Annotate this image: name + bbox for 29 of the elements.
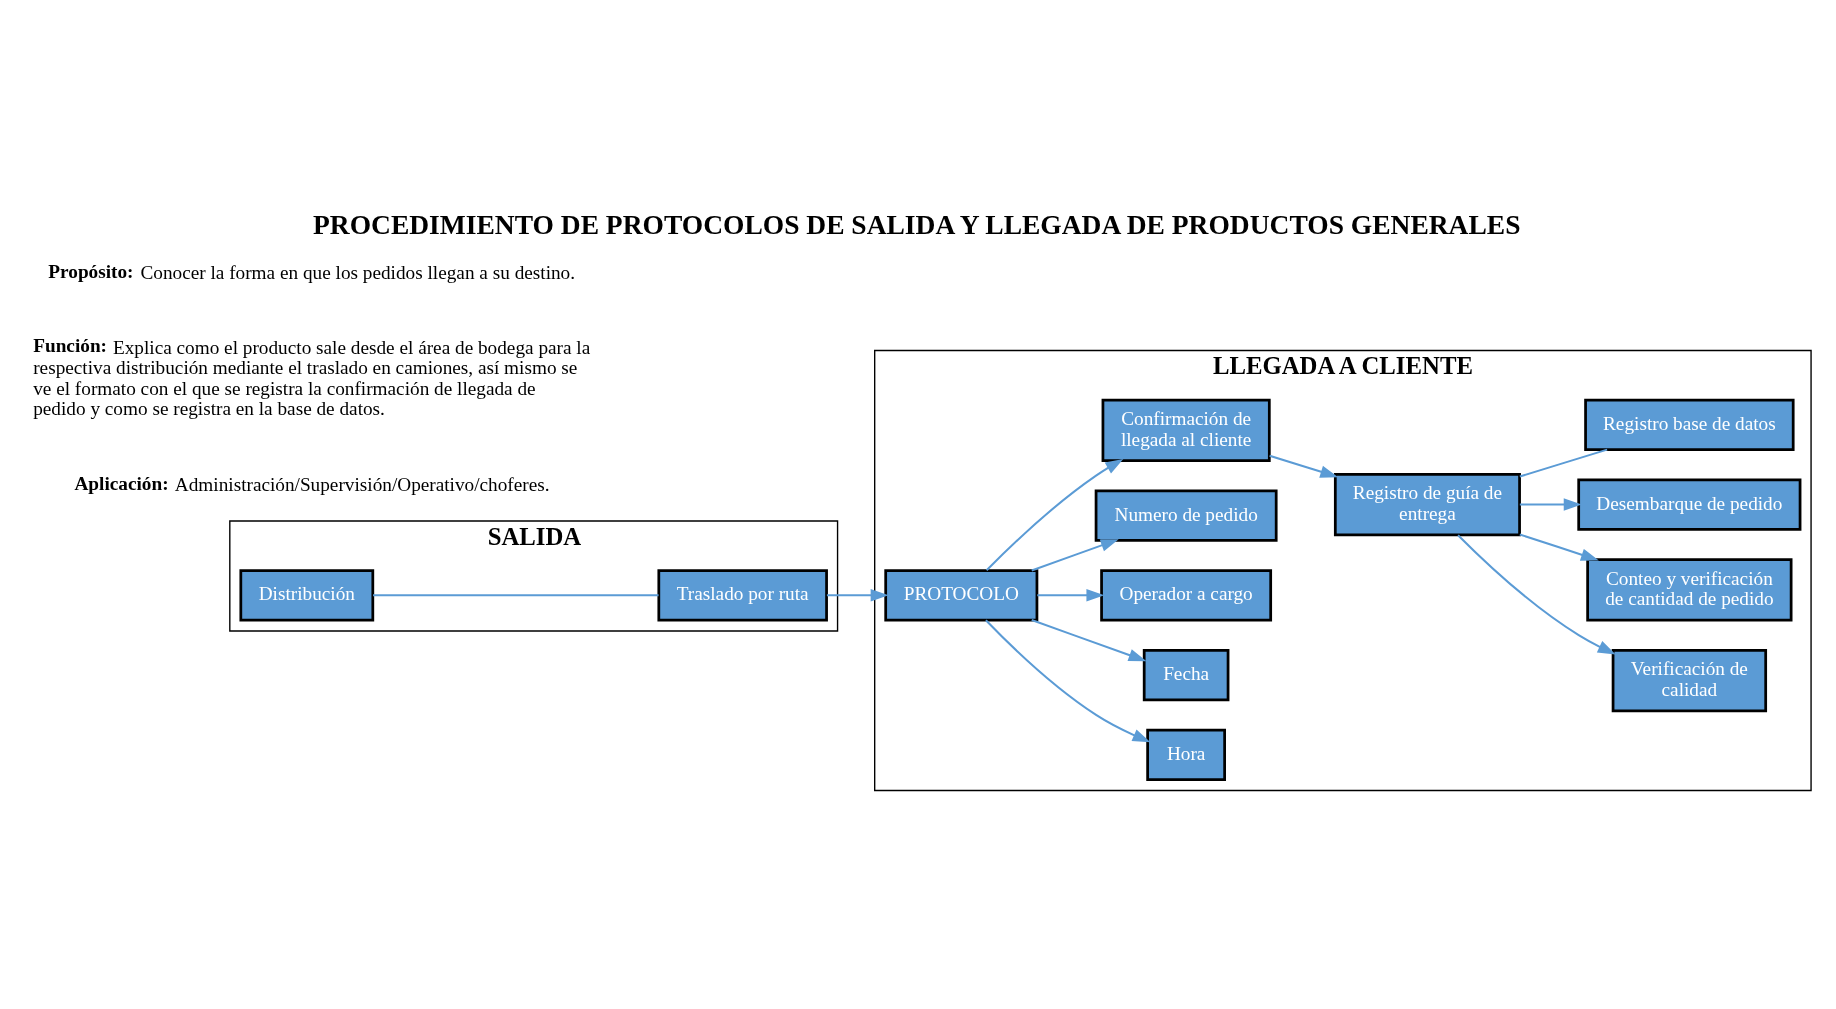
label: Aplicación: Administración/Supervisión/Operativo/choferes. (74, 472, 550, 496)
arrow (985, 458, 1124, 571)
arrow (1031, 539, 1119, 572)
arrow (826, 589, 889, 602)
node-box: Registro base de datos (1584, 398, 1795, 451)
node-box: Hora (1146, 728, 1226, 781)
node-box: Operador a cargo (1100, 569, 1273, 622)
node-box: Verificación de calidad (1611, 648, 1768, 713)
node-box: Desembarque de pedido (1577, 478, 1802, 531)
arrow (1457, 534, 1616, 655)
label: Función: Explica como el producto sale desde el área de bodega para la respectiva distribución mediante el traslado en camiones, así mismo se ve el formato con el que se registra la confirmación de llegada de pedido y como se registra en la base de datos. (33, 335, 591, 420)
node-box: Distribución (239, 569, 375, 622)
node-box: Traslado por ruta (657, 569, 828, 622)
node-box: Confirmación de llegada al cliente (1101, 398, 1271, 462)
arrow (1519, 498, 1582, 511)
arrow (1031, 619, 1147, 662)
connector (373, 594, 659, 597)
node-box: Numero de pedido (1094, 489, 1278, 542)
label: Propósito: Conocer la forma en que los pedidos llegan a su destino. (48, 260, 576, 284)
node-box: Conteo y verificación de cantidad de pedido (1586, 558, 1793, 622)
arrow (1269, 454, 1339, 478)
node-box: PROTOCOLO (884, 569, 1039, 622)
node-box: Registro de guía de entrega (1333, 472, 1521, 537)
node-box: Fecha (1142, 648, 1230, 702)
connector (1519, 448, 1608, 478)
diagram-title: PROCEDIMIENTO DE PROTOCOLOS DE SALIDA Y LLEGADA DE PRODUCTOS GENERALES (313, 208, 1521, 240)
arrow (985, 619, 1151, 743)
arrow (1037, 589, 1105, 602)
arrow (1519, 533, 1599, 561)
